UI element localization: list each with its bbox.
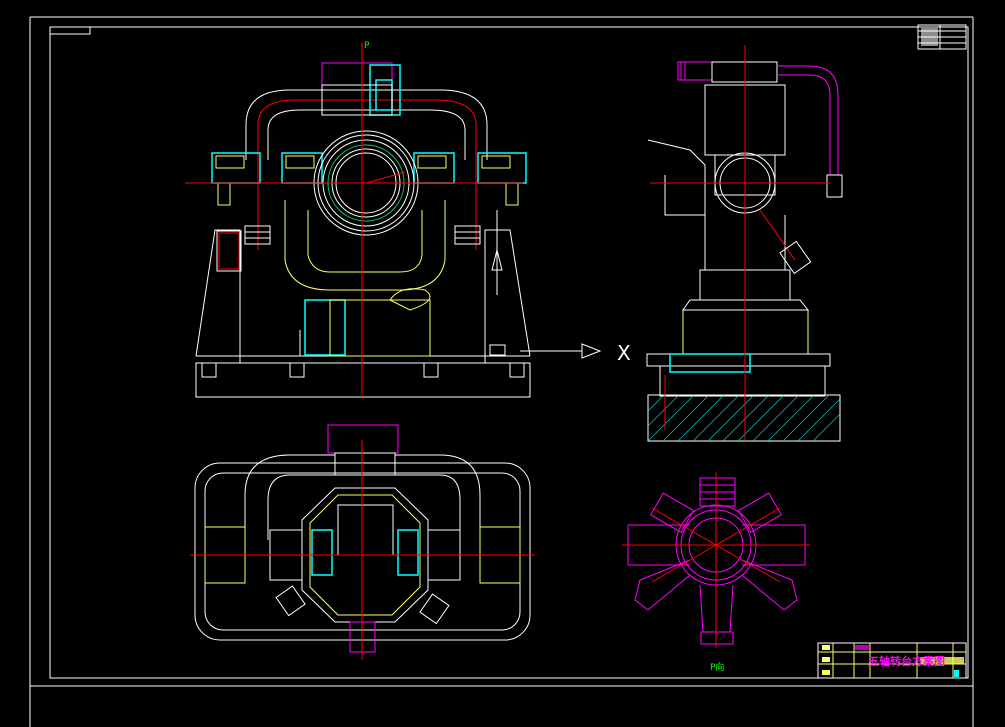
top-view	[190, 424, 535, 660]
title-block	[817, 642, 967, 679]
hatched-foundation	[647, 394, 841, 442]
drawing-title: 五轴转台方案图	[868, 654, 945, 668]
arrow-label-x: X	[617, 341, 631, 365]
direction-arrow	[520, 343, 602, 359]
p-view-label: P向	[710, 661, 724, 673]
revision-table	[917, 24, 967, 50]
sheet-frame	[29, 16, 974, 727]
front-p-marker: P	[364, 41, 370, 51]
side-view	[646, 45, 843, 442]
bearing-housings	[211, 152, 527, 184]
front-view	[185, 42, 531, 398]
p-view	[622, 472, 810, 648]
